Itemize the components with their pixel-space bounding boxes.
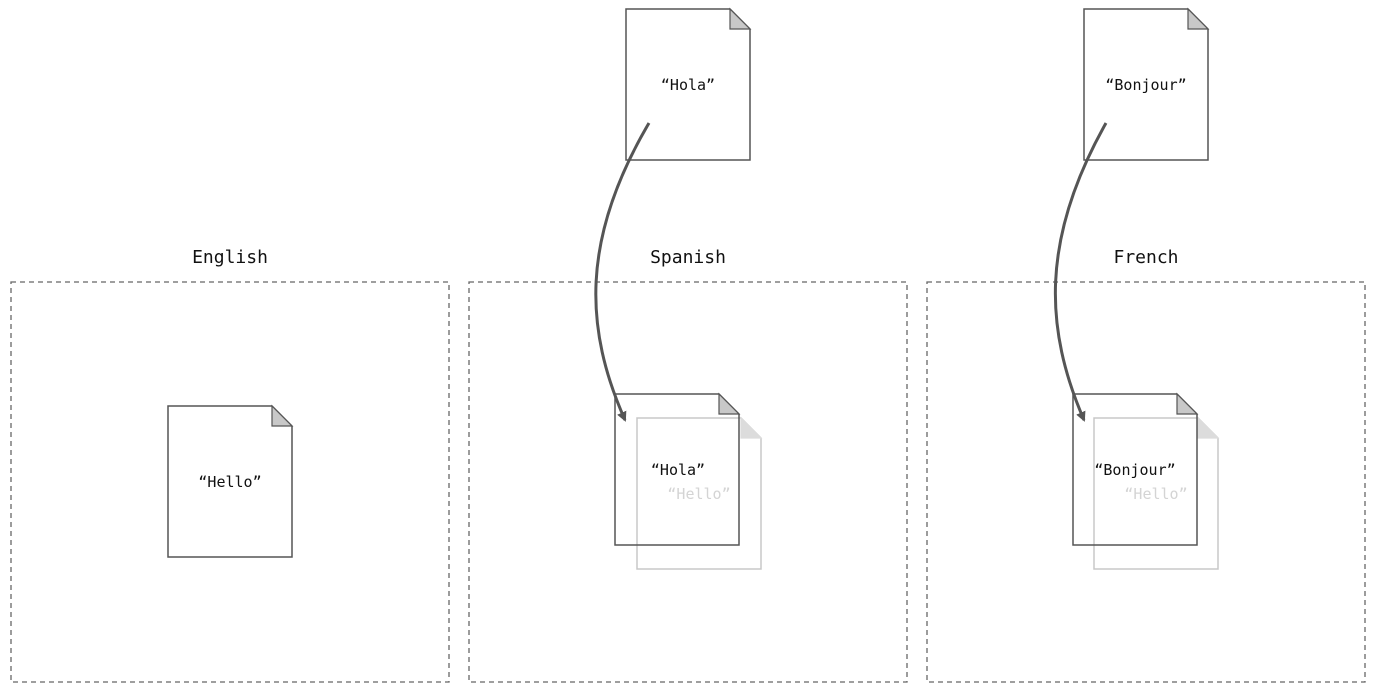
document-french: “Bonjour” — [1072, 392, 1199, 546]
document-text: “Bonjour” — [1094, 461, 1175, 479]
document-fold — [1176, 392, 1199, 415]
panel-border-spanish — [468, 281, 908, 683]
source-document-french: “Bonjour” — [1083, 7, 1210, 161]
document-english: “Hello” — [167, 404, 294, 558]
arrow-spanish — [594, 122, 651, 422]
document-icon — [614, 393, 740, 546]
document-text: “Hello” — [198, 473, 261, 491]
document-icon — [1083, 8, 1209, 161]
panel-title-spanish: Spanish — [650, 247, 726, 268]
document-icon — [1072, 393, 1198, 546]
document-spanish: “Hola” — [614, 392, 741, 546]
document-fold — [718, 392, 741, 415]
ghost-document-icon — [636, 417, 762, 570]
ghost-document-text: “Hello” — [667, 485, 730, 503]
ghost-document-spanish: “Hello” — [636, 416, 763, 570]
panel-spanish: Spanish “Hello” “Hola” — [468, 247, 908, 683]
document-text: “Hola” — [651, 461, 705, 479]
document-fold — [729, 7, 752, 30]
ghost-document-french: “Hello” — [1093, 416, 1220, 570]
document-fold — [271, 404, 294, 427]
panel-border-english — [10, 281, 450, 683]
ghost-document-text: “Hello” — [1124, 485, 1187, 503]
panel-border-french — [926, 281, 1366, 683]
source-document-spanish: “Hola” — [625, 7, 752, 161]
panel-english: English “Hello” — [10, 247, 450, 683]
panel-title-french: French — [1113, 247, 1178, 268]
document-fold — [1187, 7, 1210, 30]
document-icon — [625, 8, 751, 161]
document-text: “Bonjour” — [1105, 76, 1186, 94]
ghost-document-icon — [1093, 417, 1219, 570]
document-text: “Hola” — [661, 76, 715, 94]
ghost-document-fold — [1197, 416, 1220, 439]
arrow-french — [1053, 122, 1108, 422]
panel-french: French “Hello” “Bonjour” — [926, 247, 1366, 683]
document-icon — [167, 405, 293, 558]
ghost-document-fold — [740, 416, 763, 439]
panel-title-english: English — [192, 247, 268, 268]
